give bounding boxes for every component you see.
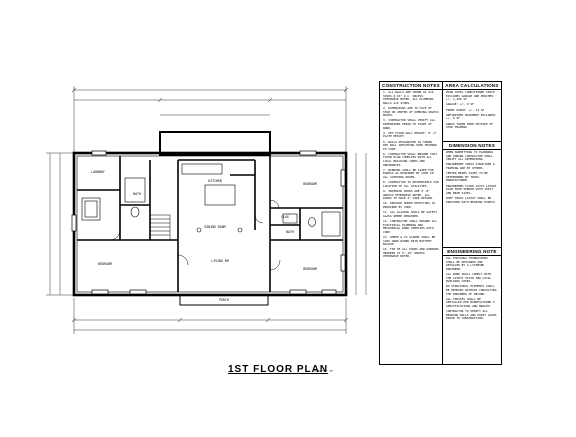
note-item: 2. DIMENSIONS ARE TO FACE OF STUD OR CEN… <box>383 105 439 118</box>
door-swings <box>109 199 281 271</box>
area-calculations-box: AREA CALCULATIONS MAIN LEVEL CONDITIONED… <box>442 81 502 143</box>
dimension-ticks <box>71 87 349 323</box>
stair <box>149 214 171 241</box>
interior-walls <box>77 156 343 292</box>
note-item: ALL TRUSSES SHALL BE INSTALLED PER MANUF… <box>446 296 495 308</box>
dimension-notes-list: WHEN SUBMITTING TO PLANNING AND ZONING C… <box>443 150 501 207</box>
note-item: 12. CONTRACTOR SHALL ENSURE ALL ELECTRIC… <box>383 218 437 234</box>
note-item: 7. WINDOWS SHALL BE SIZED FOR EGRESS AS … <box>383 167 434 180</box>
note-item: 8. CONTRACTOR IS RESPONSIBLE FOR LOCATIO… <box>383 180 439 188</box>
construction-notes-title: CONSTRUCTION NOTES <box>380 82 442 90</box>
room-label-bedroom-3: BEDROOM <box>303 267 317 271</box>
note-item: ALL FOOTINGS FOUNDATIONS SHALL BE DESIGN… <box>446 256 488 271</box>
note-item: NO STRUCTURAL ELEMENTS SHALL BE REMOVED … <box>446 284 497 296</box>
room-label-kitchen: KITCHEN <box>208 179 222 183</box>
plan-scale: 3/32"=1'-0" <box>314 369 334 373</box>
room-label-bedroom: BEDROOM <box>98 262 112 266</box>
note-item: ROOF TRUSS LAYOUT SHALL BE PROVIDED WITH… <box>446 195 497 204</box>
note-item: UNFINISHED BASEMENT EXCLUDED: +/- 0 SF <box>446 112 497 121</box>
engineering-note-list: ALL FOOTINGS FOUNDATIONS SHALL BE DESIGN… <box>443 256 501 323</box>
dimension-notes-box: DIMENSION NOTES WHEN SUBMITTING TO PLANN… <box>442 141 502 249</box>
note-item: AREAS TAKEN FROM OUTSIDE OF STUD FRAMING <box>446 121 493 130</box>
area-calculations-list: MAIN LEVEL CONDITIONED SPACE EXCLUDES GA… <box>443 90 501 132</box>
dimension-lines <box>46 86 367 334</box>
note-item: WHEN SUBMITTING TO PLANNING AND ZONING C… <box>446 150 493 162</box>
note-item: MAIN LEVEL CONDITIONED SPACE EXCLUDES GA… <box>446 90 495 102</box>
engineering-note-title: ENGINEERING NOTE <box>443 248 501 256</box>
note-item: 5. WALLS DESIGNATED AS SHOWN. DRY WALL S… <box>383 139 437 151</box>
room-label-bedroom-2: BEDROOM <box>303 182 317 186</box>
area-calculations-title: AREA CALCULATIONS <box>443 82 501 90</box>
windows <box>71 150 346 295</box>
note-item: 13. SMOKE & CO ALARMS SHALL BE 120V HARD… <box>383 234 436 247</box>
room-labels: BEDROOM BEDROOM BEDROOM LAUNDRY KITCHEN … <box>91 170 317 302</box>
room-label-closet: CLOS <box>281 215 289 219</box>
construction-notes-list: 1. ALL WALLS ARE SHOWN AS 2x4 STUDS @ 16… <box>380 90 442 262</box>
construction-notes-box: CONSTRUCTION NOTES 1. ALL WALLS ARE SHOW… <box>379 81 443 365</box>
room-label-living: LIVING RM <box>211 259 228 263</box>
room-label-porch: PORCH <box>219 298 229 302</box>
note-item: FRONT PORCH: +/- 72 SF <box>446 107 485 112</box>
note-item: 14. TOP OF ALL DOORS AND WINDOWS HEADERS… <box>383 247 439 259</box>
note-item: CENTER BEAMS SIZES TO BE DETERMINED BY T… <box>446 171 488 183</box>
plan-title: 1ST FLOOR PLAN <box>228 364 329 375</box>
note-item: 3. CONTRACTOR SHALL VERIFY ALL DIMENSION… <box>383 118 436 130</box>
note-item: ALL WORK SHALL COMPLY WITH THE LATEST ST… <box>446 271 492 284</box>
dimension-notes-title: DIMENSION NOTES <box>443 142 501 150</box>
note-item: ENGINEERED FLOOR JOIST LAYOUT PLAN FROM … <box>446 183 497 195</box>
room-label-bath-2: BATH <box>286 230 294 234</box>
note-item: GARAGE: +/- 0 SF <box>446 102 474 107</box>
note-item: 1. ALL WALLS ARE SHOWN AS 2x4 STUDS @ 16… <box>383 90 434 105</box>
note-item: CONTRACTOR TO VERIFY ALL BEARING WALLS A… <box>446 309 497 321</box>
note-item: 6. CONTRACTOR SHALL ENSURE THAT FLOOR PL… <box>383 151 437 167</box>
note-item: ENGINEERED TRUSS STRUCTURE & FRAMING ARE… <box>446 162 495 170</box>
note-item: 4. SET FLOOR WALL HEIGHT: 8'-1" PLATE HE… <box>383 130 437 139</box>
fixtures <box>81 163 341 237</box>
exterior-walls <box>72 131 348 306</box>
room-label-bath: BATH <box>133 192 141 196</box>
note-item: 9. INTERIOR DOORS ARE 2'-8" UNLESS OTHER… <box>383 189 434 201</box>
room-label-dining: DINING ROOM <box>204 225 225 229</box>
room-label-laundry: LAUNDRY <box>91 170 105 174</box>
note-item: 11. ALL GLAZING SHALL BE SAFETY GLASS WH… <box>383 210 437 218</box>
engineering-note-box: ENGINEERING NOTE ALL FOOTINGS FOUNDATION… <box>442 247 502 365</box>
note-item: 10. PROVIDE SMOKE DETECTORS AS REQUIRED … <box>383 201 436 209</box>
